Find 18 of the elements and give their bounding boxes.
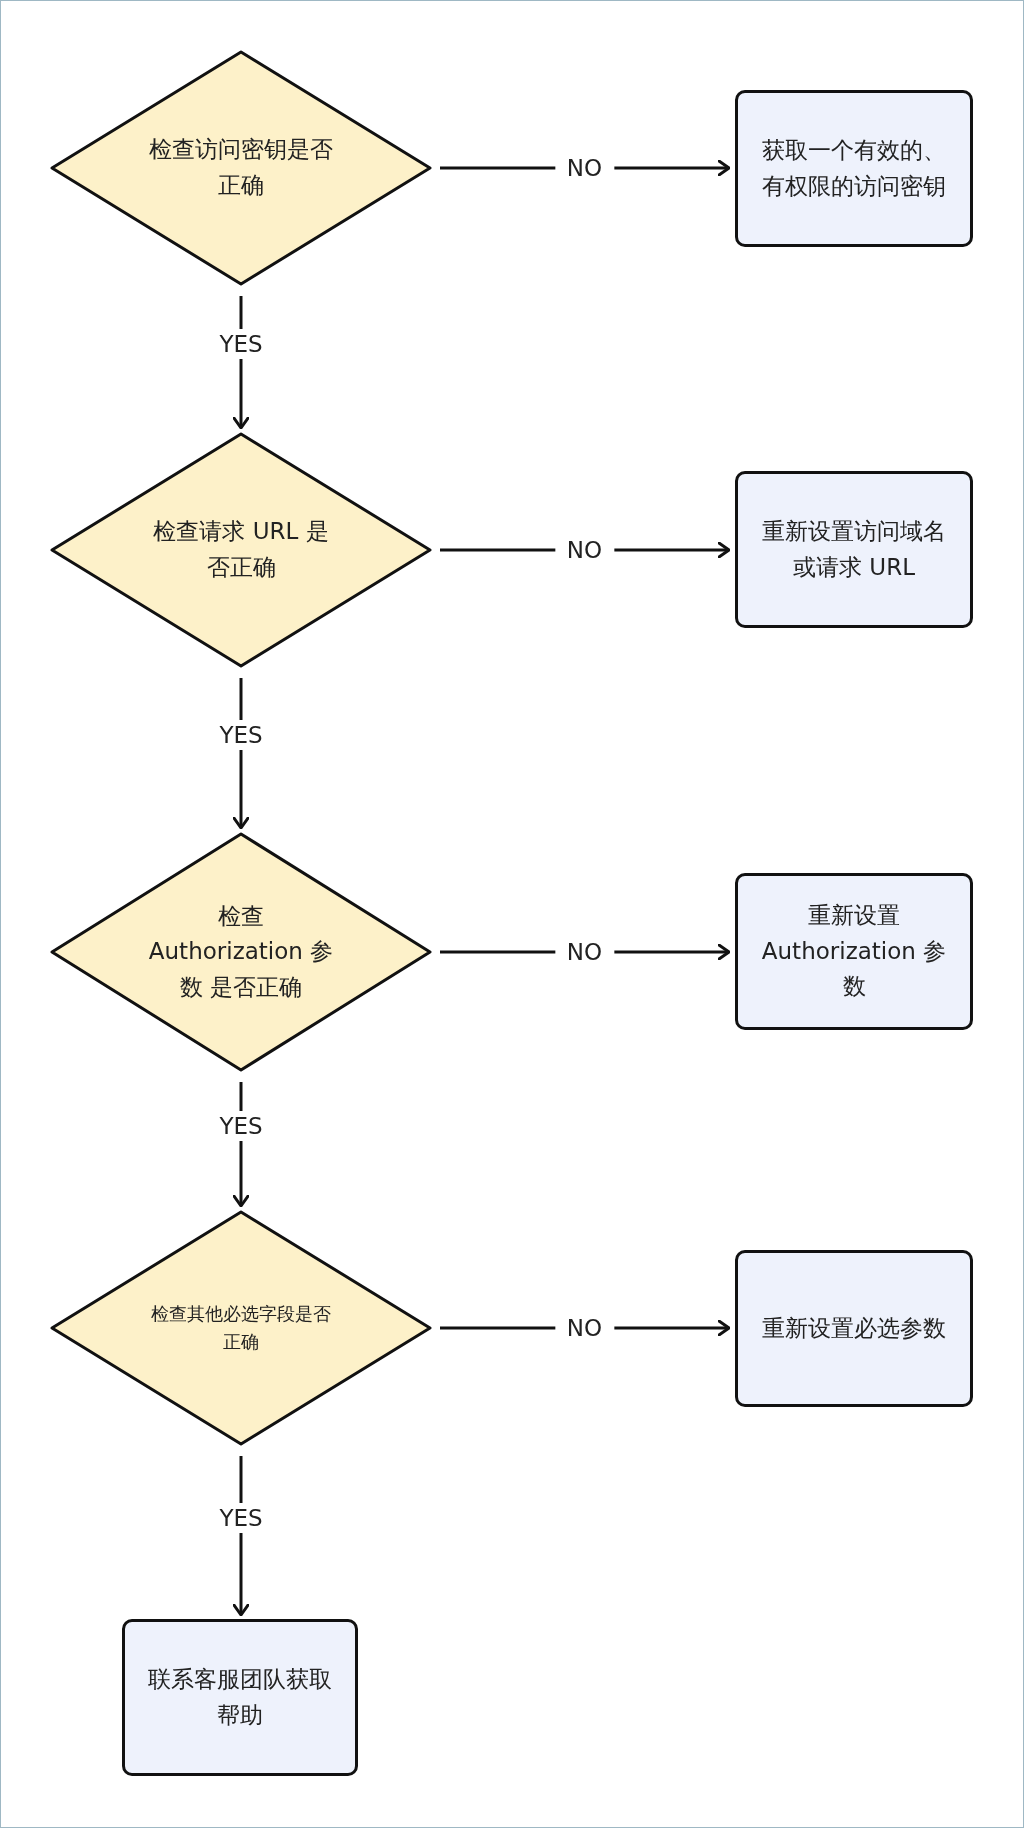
node-text: 重新设置访问域名或请求 URL bbox=[761, 516, 947, 582]
node-text: 检查 Authorization 参数 是否正确 bbox=[147, 901, 335, 1002]
node-text: 检查请求 URL 是否正确 bbox=[152, 517, 330, 582]
process-box bbox=[122, 1619, 358, 1776]
decision-diamond bbox=[50, 1210, 432, 1446]
node-text: 获取一个有效的、有权限的访问密钥 bbox=[761, 135, 947, 201]
node-text: 重新设置 Authorization 参数 bbox=[760, 901, 948, 1002]
decision-diamond bbox=[50, 432, 432, 668]
process-box bbox=[735, 90, 973, 247]
node-text: 检查其他必选字段是否正确 bbox=[150, 1302, 332, 1354]
node-text: 检查访问密钥是否正确 bbox=[148, 135, 334, 200]
process-box bbox=[735, 873, 973, 1030]
node-text: 重新设置必选参数 bbox=[762, 1313, 946, 1343]
process-box bbox=[735, 1250, 973, 1407]
node-text: 联系客服团队获取帮助 bbox=[147, 1664, 333, 1730]
decision-diamond bbox=[50, 50, 432, 286]
process-box bbox=[735, 471, 973, 628]
decision-diamond bbox=[50, 832, 432, 1072]
